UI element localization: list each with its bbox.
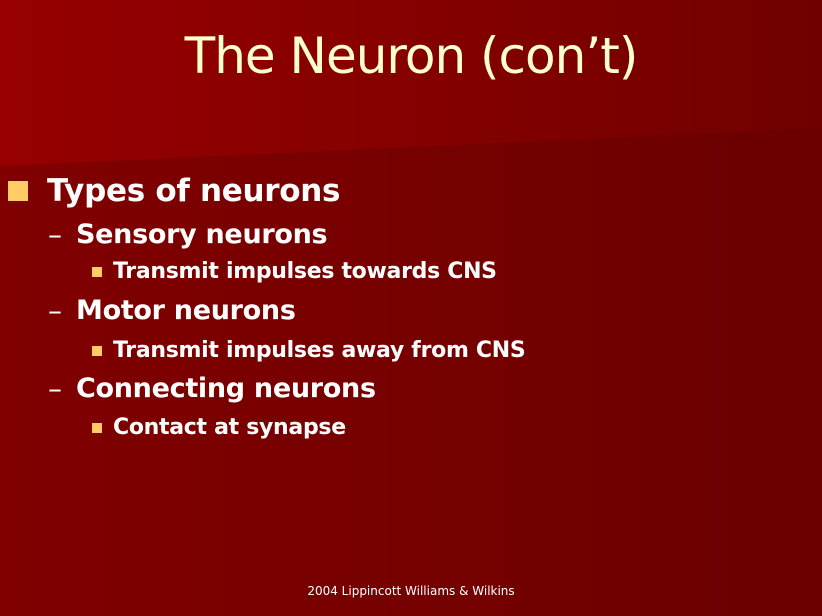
bullet-level2: – Motor neurons [48,293,296,329]
dash-icon: – [48,372,62,405]
bullet-level3: Contact at synapse [92,413,346,443]
slide-title: The Neuron (con’t) [184,27,639,85]
bullet-level3: Transmit impulses away from CNS [92,336,526,366]
bullet-text: Contact at synapse [113,415,346,440]
bullet-level2: – Sensory neurons [48,217,328,253]
slide-footer: 2004 Lippincott Williams & Wilkins [307,584,515,598]
dash-icon: – [48,294,62,327]
bullet-text: Transmit impulses away from CNS [113,338,526,363]
bullet-text: Motor neurons [76,295,296,326]
title-band-shape [0,0,822,166]
bullet-level3: Transmit impulses towards CNS [92,257,497,287]
small-square-bullet-icon [92,267,102,277]
bullet-text: Types of neurons [47,173,341,209]
square-bullet-icon [8,181,28,201]
dash-icon: – [48,218,62,251]
small-square-bullet-icon [92,346,102,356]
bullet-level1: Types of neurons [8,170,340,212]
small-square-bullet-icon [92,423,102,433]
bullet-level2: – Connecting neurons [48,371,376,407]
bullet-text: Connecting neurons [76,373,376,404]
bullet-text: Transmit impulses towards CNS [113,259,497,284]
bullet-text: Sensory neurons [76,219,328,250]
